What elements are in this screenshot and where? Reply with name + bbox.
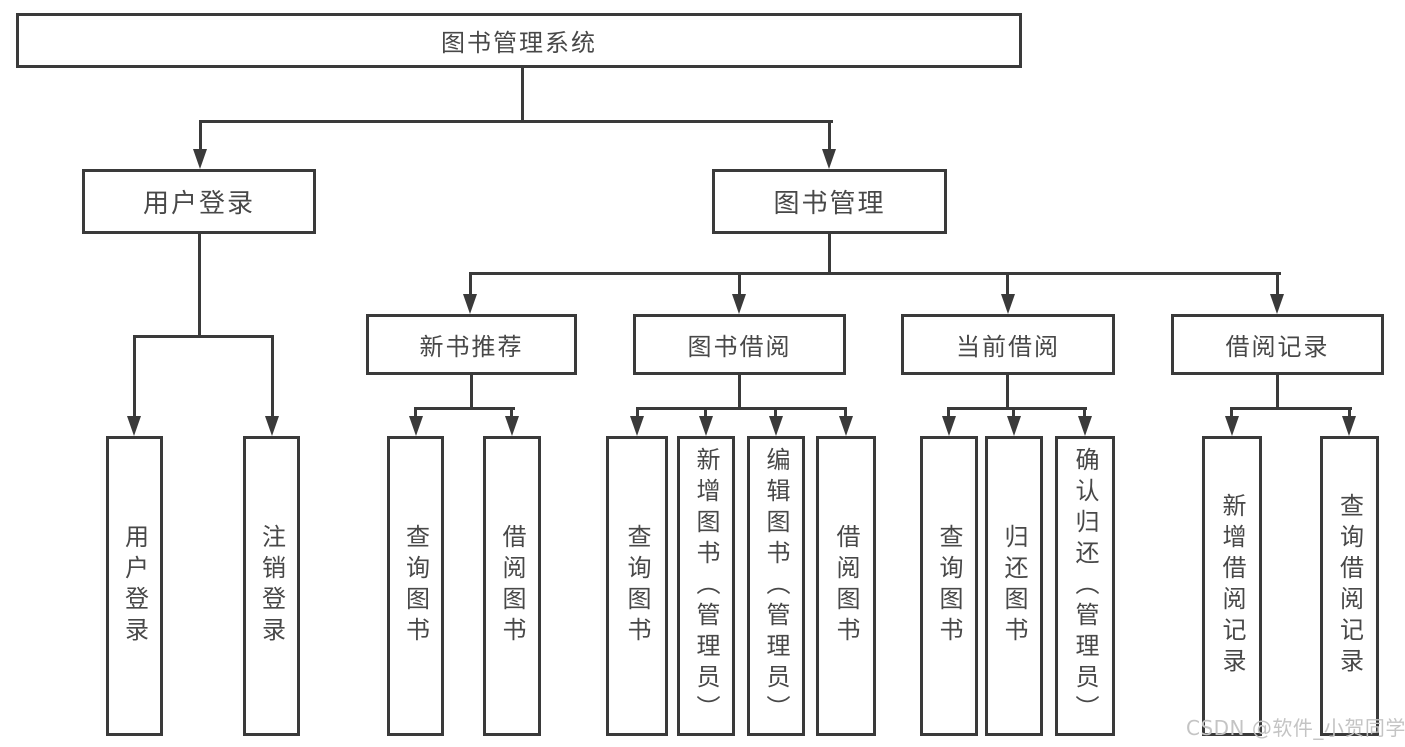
arrowhead-down-icon bbox=[1078, 416, 1092, 436]
leaf-query-books-borrowing: 查询图书 bbox=[606, 436, 668, 736]
connector-stem bbox=[133, 335, 136, 420]
arrowhead-down-icon bbox=[463, 294, 477, 314]
connector-stem bbox=[947, 407, 950, 420]
arrowhead-down-icon bbox=[193, 149, 207, 169]
connector-current-bar bbox=[948, 407, 1087, 410]
connector-stem bbox=[1083, 407, 1086, 420]
connector-stem bbox=[199, 120, 202, 152]
leaf-confirm-return-admin: 确认归还（管理员） bbox=[1055, 436, 1115, 736]
leaf-query-borrow-record: 查询借阅记录 bbox=[1320, 436, 1379, 736]
arrowhead-down-icon bbox=[769, 416, 783, 436]
leaf-label: 注销登录 bbox=[257, 524, 286, 648]
node-user-login: 用户登录 bbox=[82, 169, 316, 234]
leaf-label: 借阅图书 bbox=[832, 524, 860, 648]
arrowhead-down-icon bbox=[1270, 294, 1284, 314]
leaf-logout: 注销登录 bbox=[243, 436, 300, 736]
arrowhead-down-icon bbox=[630, 416, 644, 436]
arrowhead-down-icon bbox=[1001, 294, 1015, 314]
node-library-management-system: 图书管理系统 bbox=[16, 13, 1022, 68]
connector-user-login-stem bbox=[198, 234, 201, 335]
connector-stem bbox=[1006, 272, 1009, 298]
connector-stem bbox=[1230, 407, 1233, 420]
leaf-query-books-recommend: 查询图书 bbox=[387, 436, 444, 736]
leaf-add-borrow-record: 新增借阅记录 bbox=[1202, 436, 1262, 736]
leaf-label: 查询借阅记录 bbox=[1335, 493, 1364, 679]
connector-level2-bar bbox=[199, 120, 833, 123]
arrowhead-down-icon bbox=[1007, 416, 1021, 436]
node-label: 当前借阅 bbox=[956, 333, 1060, 361]
connector-stem bbox=[844, 407, 847, 420]
leaf-return-books: 归还图书 bbox=[985, 436, 1043, 736]
connector-root-stem bbox=[521, 68, 524, 120]
connector-stem bbox=[469, 272, 472, 298]
leaf-label: 新增图书（管理员） bbox=[692, 446, 720, 726]
arrowhead-down-icon bbox=[699, 416, 713, 436]
connector-stem bbox=[828, 120, 831, 152]
arrowhead-down-icon bbox=[127, 416, 141, 436]
connector-records-bar bbox=[1231, 407, 1352, 410]
node-book-borrowing: 图书借阅 bbox=[633, 314, 846, 375]
leaf-user-login: 用户登录 bbox=[106, 436, 163, 736]
leaf-label: 查询图书 bbox=[623, 524, 651, 648]
arrowhead-down-icon bbox=[1225, 416, 1239, 436]
connector-stem bbox=[774, 407, 777, 420]
leaf-add-book-admin: 新增图书（管理员） bbox=[677, 436, 735, 736]
connector-stem bbox=[271, 335, 274, 420]
connector-stem bbox=[510, 407, 513, 420]
leaf-label: 借阅图书 bbox=[498, 524, 526, 648]
node-new-book-recommendation: 新书推荐 bbox=[366, 314, 577, 375]
connector-stem bbox=[1012, 407, 1015, 420]
node-label: 图书管理 bbox=[773, 189, 886, 219]
leaf-borrow-books-borrowing: 借阅图书 bbox=[816, 436, 876, 736]
node-label: 借阅记录 bbox=[1225, 333, 1330, 361]
connector-current-stem bbox=[1006, 375, 1009, 407]
connector-records-stem bbox=[1276, 375, 1279, 407]
leaf-label: 查询图书 bbox=[401, 524, 430, 648]
connector-recommend-bar bbox=[415, 407, 515, 410]
connector-user-login-bar bbox=[133, 335, 274, 338]
node-current-borrowing: 当前借阅 bbox=[901, 314, 1115, 375]
connector-borrowing-bar bbox=[636, 407, 847, 410]
connector-stem bbox=[1276, 272, 1279, 298]
arrowhead-down-icon bbox=[732, 294, 746, 314]
leaf-label: 查询图书 bbox=[935, 524, 963, 648]
arrowhead-down-icon bbox=[839, 416, 853, 436]
node-label: 图书管理系统 bbox=[441, 29, 597, 57]
node-label: 用户登录 bbox=[142, 189, 255, 219]
connector-stem bbox=[704, 407, 707, 420]
arrowhead-down-icon bbox=[1342, 416, 1356, 436]
connector-stem bbox=[1348, 407, 1351, 420]
leaf-edit-book-admin: 编辑图书（管理员） bbox=[747, 436, 805, 736]
arrowhead-down-icon bbox=[409, 416, 423, 436]
node-borrowing-records: 借阅记录 bbox=[1171, 314, 1384, 375]
leaf-label: 归还图书 bbox=[1000, 524, 1028, 648]
leaf-label: 新增借阅记录 bbox=[1218, 493, 1246, 679]
csdn-watermark: CSDN @软件_小贺同学 bbox=[1186, 716, 1405, 740]
connector-stem bbox=[636, 407, 639, 420]
arrowhead-down-icon bbox=[822, 149, 836, 169]
leaf-query-books-current: 查询图书 bbox=[920, 436, 978, 736]
connector-book-mgmt-stem bbox=[828, 234, 831, 272]
connector-stem bbox=[738, 272, 741, 298]
connector-level3-bar bbox=[469, 272, 1281, 275]
leaf-label: 编辑图书（管理员） bbox=[762, 446, 790, 726]
node-label: 图书借阅 bbox=[687, 333, 792, 361]
node-book-management: 图书管理 bbox=[712, 169, 947, 234]
arrowhead-down-icon bbox=[942, 416, 956, 436]
connector-stem bbox=[414, 407, 417, 420]
arrowhead-down-icon bbox=[265, 416, 279, 436]
connector-borrowing-stem bbox=[738, 375, 741, 407]
connector-recommend-stem bbox=[470, 375, 473, 407]
leaf-borrow-books-recommend: 借阅图书 bbox=[483, 436, 541, 736]
arrowhead-down-icon bbox=[505, 416, 519, 436]
leaf-label: 确认归还（管理员） bbox=[1071, 446, 1099, 726]
leaf-label: 用户登录 bbox=[120, 524, 149, 648]
node-label: 新书推荐 bbox=[419, 333, 524, 361]
